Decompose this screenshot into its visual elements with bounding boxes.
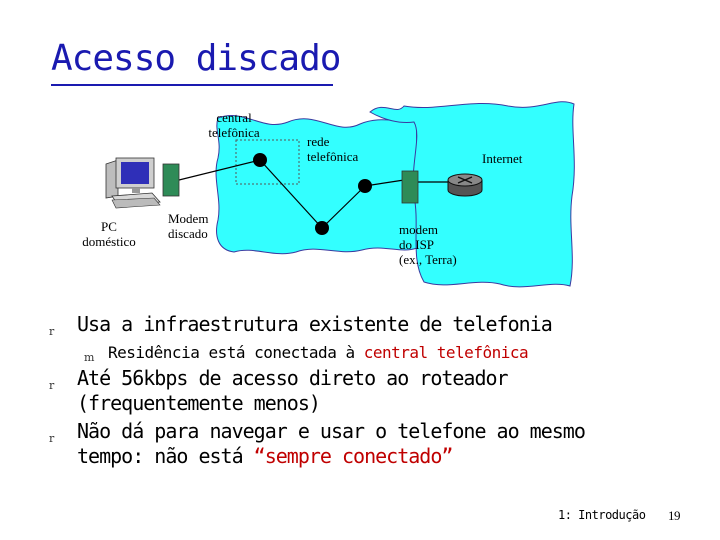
bullet-item: r Até 56kbps de acesso direto ao roteado…	[44, 366, 704, 416]
isp-modem-label-line3: (ex., Terra)	[399, 252, 457, 267]
isp-modem	[401, 170, 419, 204]
home-pc-label: PC doméstico	[70, 219, 148, 249]
network-switch-right	[358, 179, 372, 193]
home-pc-label-line2: doméstico	[82, 234, 136, 249]
network-switch-bottom	[315, 221, 329, 235]
isp-modem-label-line2: do ISP	[399, 237, 435, 252]
dialup-modem-label-line1: Modem	[168, 211, 209, 226]
bullet-text-line1: Não dá para navegar e usar o telefone ao…	[77, 419, 586, 443]
telephone-network-label-line2: telefônica	[307, 149, 359, 164]
bullet-list: r Usa a infraestrutura existente de tele…	[44, 312, 704, 469]
network-diagram	[105, 101, 575, 288]
router-icon	[447, 173, 483, 197]
home-pc-label-line1: PC	[101, 219, 117, 234]
bullet-marker-icon: r	[49, 379, 54, 392]
page-number: 19	[668, 508, 681, 523]
footer-section: 1: Introdução	[558, 508, 646, 522]
sub-bullet-marker-icon: m	[84, 351, 94, 364]
title-underline	[51, 84, 333, 86]
central-office-label-line2: telefônica	[208, 125, 260, 140]
isp-modem-label-line1: modem	[399, 222, 438, 237]
home-pc-icon	[105, 157, 161, 209]
telephone-network-label: rede telefônica	[307, 134, 358, 164]
sub-bullet-item: m Residência está conectada à central te…	[44, 343, 704, 364]
isp-modem-label: modem do ISP (ex., Terra)	[399, 222, 457, 267]
bullet-item: r Não dá para navegar e usar o telefone …	[44, 419, 704, 469]
central-office-label: central telefônica	[200, 110, 268, 140]
bullet-highlight: “sempre conectado”	[253, 444, 454, 468]
bullet-item: r Usa a infraestrutura existente de tele…	[44, 312, 704, 338]
home-modem	[162, 163, 180, 197]
dialup-modem-label: Modem discado	[168, 211, 208, 241]
bullet-marker-icon: r	[49, 325, 54, 338]
central-office-box	[235, 139, 300, 185]
bullet-text-line1: Até 56kbps de acesso direto ao roteador	[77, 366, 509, 390]
network-link-1	[259, 159, 323, 229]
bullet-marker-icon: r	[49, 432, 54, 445]
central-office-label-line1: central	[216, 110, 252, 125]
sub-bullet-text: Residência está conectada à	[108, 343, 364, 362]
telephone-network-label-line1: rede	[307, 134, 330, 149]
central-office-switch	[253, 153, 267, 167]
bullet-text-line2: (frequentemente menos)	[77, 391, 321, 415]
bullet-text: Usa a infraestrutura existente de telefo…	[77, 312, 553, 336]
network-link-2	[321, 185, 366, 229]
page-title: Acesso discado	[51, 38, 341, 79]
telephone-network-cloud	[215, 115, 419, 255]
phone-line	[178, 159, 261, 181]
sub-bullet-highlight: central telefônica	[363, 343, 529, 362]
bullet-text-prefix: tempo: não está	[77, 444, 254, 468]
bullet-text-line2: tempo: não está “sempre conectado”	[77, 444, 704, 469]
internet-label: Internet	[482, 151, 523, 166]
dialup-modem-label-line2: discado	[168, 226, 208, 241]
